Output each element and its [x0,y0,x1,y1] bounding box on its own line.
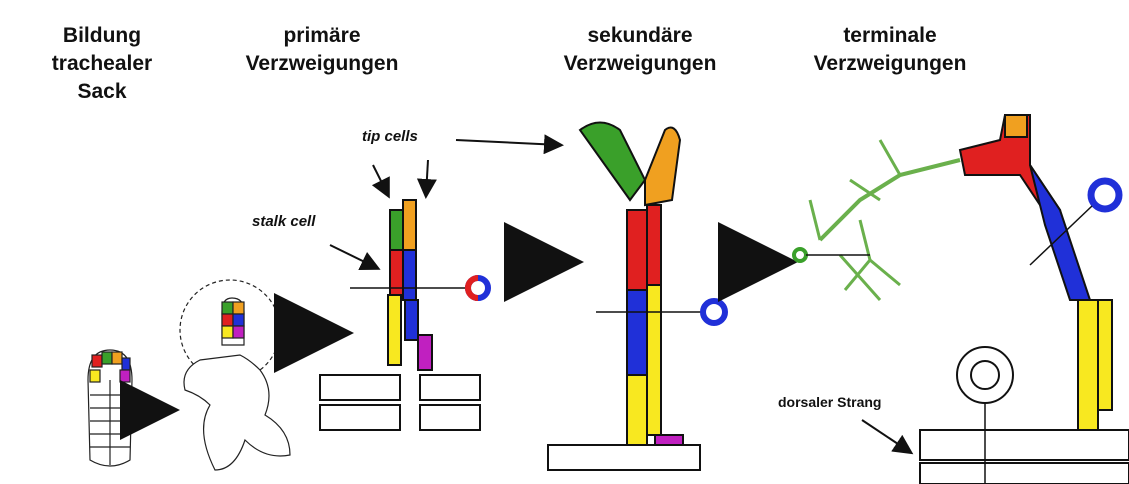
lumen-ring-terminal-small [794,249,806,261]
tracheal-sac [88,350,132,466]
secondary-branch [548,123,700,471]
lumen-ring-secondary [703,301,725,323]
placode-with-bud [180,280,290,470]
lumen-ring-terminal [1091,181,1119,209]
primary-branch [320,200,480,430]
terminal-branches [810,140,960,300]
